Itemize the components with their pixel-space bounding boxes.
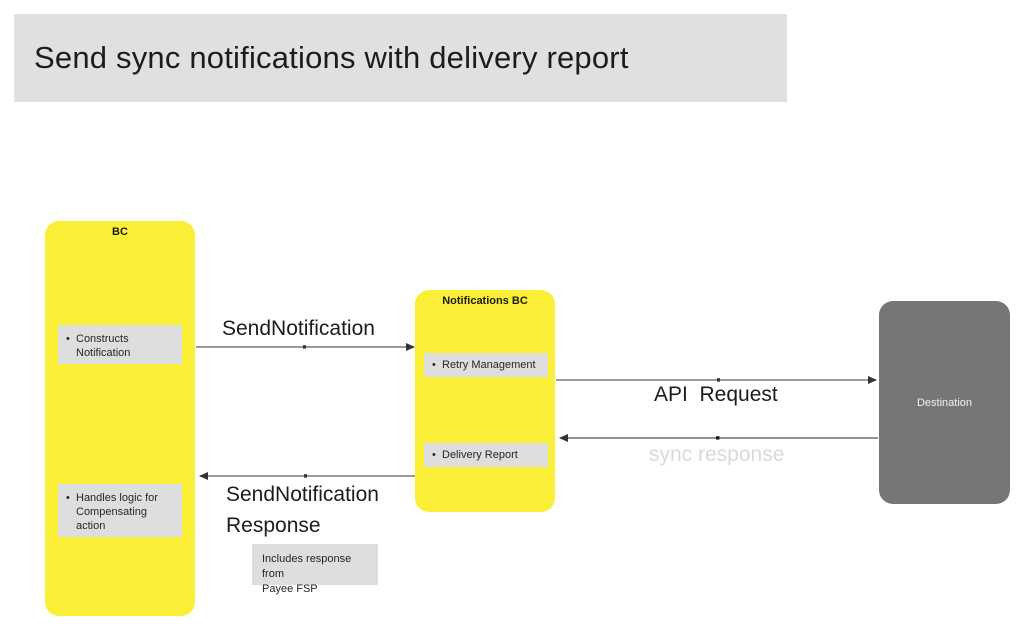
lifeline-bc-item-constructs-notification[interactable]: • Constructs Notification: [58, 325, 182, 364]
note-payee-fsp-line2: Payee FSP: [262, 583, 318, 595]
title-banner: Send sync notifications with delivery re…: [14, 14, 787, 102]
lifeline-destination-title: Destination: [916, 396, 973, 409]
bullet-icon: •: [432, 359, 436, 371]
lifeline-notifications-bc-item-1-label: Delivery Report: [442, 449, 518, 461]
lifeline-bc-item-handles-compensating-logic[interactable]: • Handles logic for Compensating action: [58, 484, 182, 537]
note-payee-fsp-line1: Includes response from: [262, 553, 352, 580]
message-label-api-request: API Request: [654, 383, 778, 406]
message-label-send-notification: SendNotification: [222, 317, 375, 340]
message-label-sync-response: sync response: [649, 443, 785, 466]
lifeline-bc-title: BC: [112, 226, 128, 238]
lifeline-notifications-bc[interactable]: Notifications BC: [415, 290, 555, 512]
lifeline-notifications-bc-title: Notifications BC: [442, 295, 528, 307]
bullet-icon: •: [432, 449, 436, 461]
bullet-icon: •: [66, 492, 70, 504]
lifeline-destination[interactable]: Destination: [879, 301, 1010, 504]
message-label-send-notification-response-line2: Response: [226, 514, 321, 537]
lifeline-notifications-bc-item-delivery-report[interactable]: • Delivery Report: [424, 443, 548, 467]
lifeline-bc-item-1-label: Handles logic for Compensating action: [76, 492, 158, 532]
lifeline-notifications-bc-item-retry-management[interactable]: • Retry Management: [424, 353, 548, 377]
arrow-send-notification-response: [199, 472, 416, 480]
lifeline-bc-item-0-label: Constructs Notification: [76, 333, 131, 359]
message-label-send-notification-response-line1: SendNotification: [226, 483, 379, 506]
note-payee-fsp[interactable]: Includes response from Payee FSP: [252, 544, 378, 595]
bullet-icon: •: [66, 333, 70, 345]
arrow-send-notification: [196, 343, 415, 351]
lifeline-notifications-bc-item-0-label: Retry Management: [442, 359, 536, 371]
lifeline-bc[interactable]: BC: [45, 221, 195, 616]
page-title: Send sync notifications with delivery re…: [34, 40, 629, 75]
